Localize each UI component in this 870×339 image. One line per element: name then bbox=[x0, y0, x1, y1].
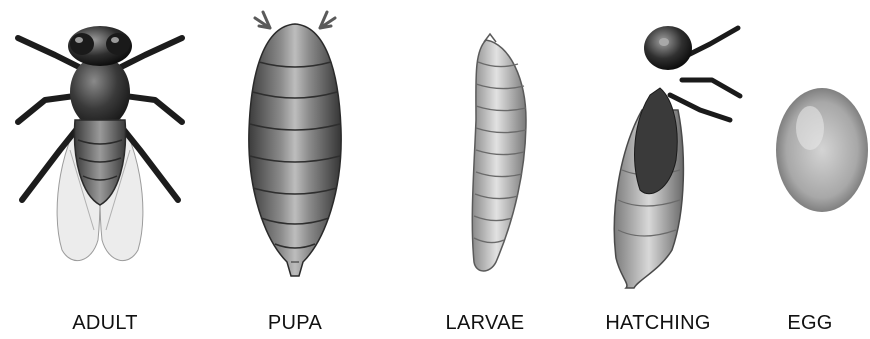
label-egg: EGG bbox=[760, 312, 860, 336]
larvae-illustration bbox=[440, 0, 540, 300]
adult-fly-illustration bbox=[0, 0, 200, 300]
label-hatching: HATCHING bbox=[588, 312, 728, 336]
hatching-head bbox=[644, 26, 692, 70]
hatching-fly-illustration bbox=[590, 0, 760, 300]
egg-illustration bbox=[768, 0, 870, 300]
label-larvae: LARVAE bbox=[425, 312, 545, 336]
egg-shape bbox=[776, 88, 868, 212]
larva-body bbox=[472, 40, 526, 271]
label-adult: ADULT bbox=[50, 312, 160, 336]
pupa-illustration bbox=[225, 0, 365, 300]
label-pupa: PUPA bbox=[240, 312, 350, 336]
adult-thorax bbox=[70, 56, 130, 128]
pupa-body bbox=[249, 24, 341, 276]
